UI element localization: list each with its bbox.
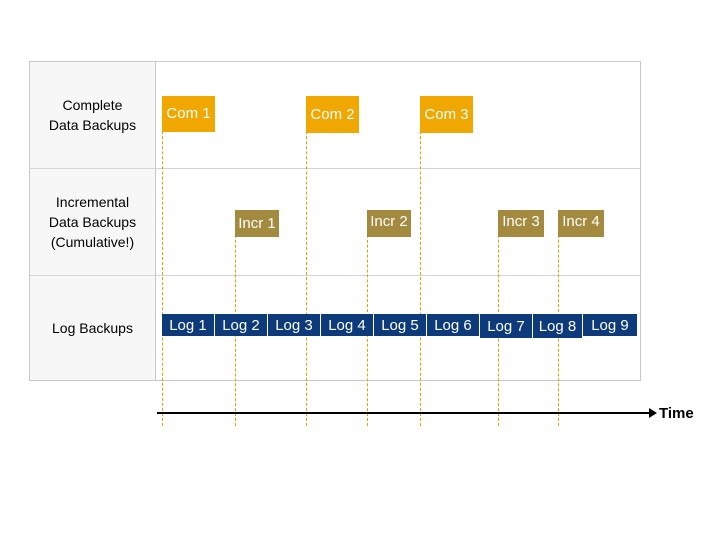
log-backup-3: Log 3 bbox=[268, 314, 321, 336]
time-axis-label: Time bbox=[659, 405, 694, 422]
log-backup-9: Log 9 bbox=[583, 314, 637, 336]
guide-line-com-2 bbox=[306, 96, 307, 426]
log-backup-5: Log 5 bbox=[374, 314, 427, 336]
row-divider-1 bbox=[29, 168, 641, 169]
row-label-incremental: Incremental Data Backups (Cumulative!) bbox=[48, 193, 137, 250]
row-label-complete: Complete Data Backups bbox=[48, 96, 137, 133]
guide-line-com-1 bbox=[162, 96, 163, 426]
complete-backup-com-1: Com 1 bbox=[162, 96, 215, 132]
log-backup-1: Log 1 bbox=[162, 314, 215, 336]
log-backup-7: Log 7 bbox=[480, 314, 533, 338]
time-axis-arrow-icon bbox=[649, 408, 657, 418]
guide-line-com-3 bbox=[420, 96, 421, 426]
log-backup-4: Log 4 bbox=[321, 314, 374, 336]
log-backup-6: Log 6 bbox=[427, 314, 480, 336]
row-divider-2 bbox=[29, 275, 641, 276]
log-backup-2: Log 2 bbox=[215, 314, 268, 336]
incremental-backup-incr-2: Incr 2 bbox=[367, 210, 411, 237]
row-label-column bbox=[29, 61, 156, 381]
incremental-backup-incr-4: Incr 4 bbox=[558, 210, 604, 237]
incremental-backup-incr-3: Incr 3 bbox=[498, 210, 544, 237]
incremental-backup-incr-1: Incr 1 bbox=[235, 210, 279, 237]
time-axis bbox=[157, 412, 651, 414]
complete-backup-com-2: Com 2 bbox=[306, 96, 359, 133]
row-label-log: Log Backups bbox=[52, 320, 133, 336]
complete-backup-com-3: Com 3 bbox=[420, 96, 473, 133]
log-backup-8: Log 8 bbox=[533, 314, 583, 338]
